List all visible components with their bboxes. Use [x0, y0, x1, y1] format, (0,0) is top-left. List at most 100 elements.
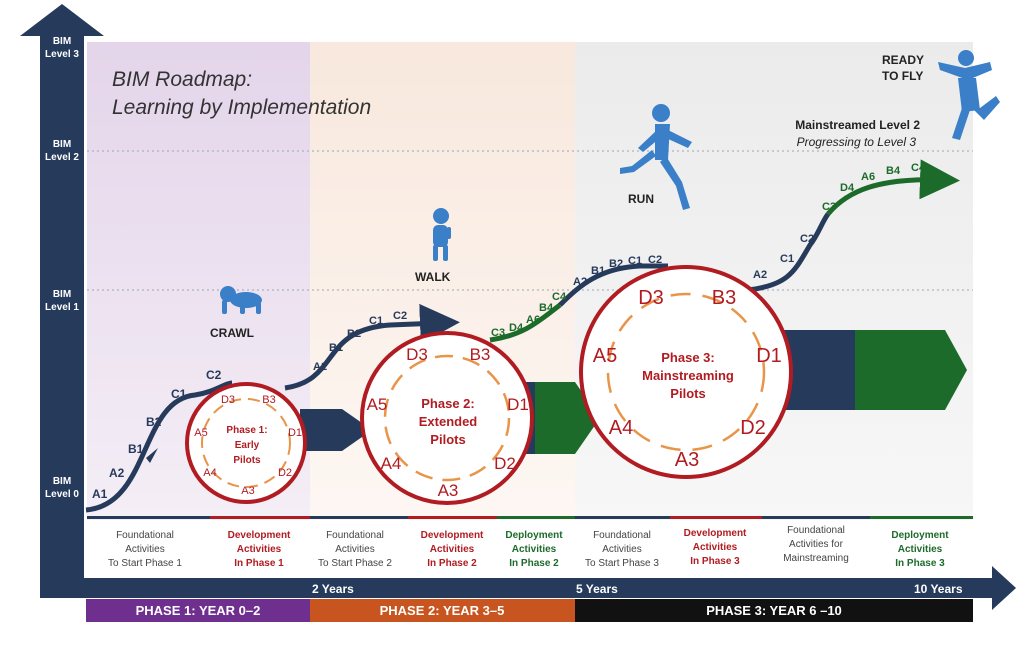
level2-note-main: Mainstreamed Level 2 [795, 118, 920, 132]
stage-run: RUN [628, 192, 654, 206]
svg-text:Activities: Activities [693, 542, 738, 553]
seg4-label-c1: C1 [780, 253, 794, 265]
axis-level3-l1: BIM [53, 36, 71, 47]
axis-level0-l1: BIM [53, 476, 71, 487]
svg-text:Activities: Activities [430, 544, 475, 555]
svg-text:Activities: Activities [125, 544, 164, 555]
p3-node-b3: B3 [712, 287, 736, 309]
phase2-label: PHASE 2: YEAR 3–5 [380, 603, 505, 618]
p3-node-a5: A5 [593, 345, 617, 367]
axis-level0-l2: Level 0 [45, 489, 79, 500]
seg4-label-b4: B4 [886, 165, 901, 177]
activity-col-6: Foundational Activities To Start Phase 3 [585, 530, 659, 569]
seg3b-label-a2: A2 [573, 276, 587, 288]
svg-text:Activities: Activities [898, 544, 943, 555]
seg2-label-c2: C2 [393, 310, 407, 322]
p2-title-2: Extended [419, 414, 478, 429]
progress-bar-phase1 [300, 409, 372, 451]
seg4-label-c2: C2 [800, 233, 814, 245]
svg-text:Foundational: Foundational [326, 530, 384, 541]
seg2-label-b1: B1 [329, 342, 343, 354]
svg-text:In Phase 2: In Phase 2 [509, 558, 559, 569]
curve-seg3-blue [558, 263, 668, 307]
title-line2: Learning by Implementation [112, 96, 371, 119]
axis-level3-l2: Level 3 [45, 49, 79, 60]
svg-text:Foundational: Foundational [787, 525, 845, 536]
seg4-label-c3: C3 [822, 201, 836, 213]
activity-col-3: Foundational Activities To Start Phase 2 [318, 530, 392, 569]
seg1-label-c2: C2 [206, 368, 222, 382]
seg3-label-b4: B4 [539, 302, 554, 314]
svg-text:In Phase 3: In Phase 3 [690, 556, 740, 567]
seg3b-label-b1: B1 [591, 265, 605, 277]
stage-crawl: CRAWL [210, 326, 254, 340]
seg3-label-a6: A6 [526, 314, 540, 326]
seg4-label-a6: A6 [861, 171, 875, 183]
p1-node-a4: A4 [203, 467, 216, 479]
activity-col-4: Development Activities In Phase 2 [421, 530, 484, 569]
p3-node-d3: D3 [638, 287, 664, 309]
phase1-bar [86, 599, 310, 622]
p3-title-3: Pilots [670, 386, 705, 401]
svg-text:To Start Phase 3: To Start Phase 3 [585, 558, 659, 569]
seg3b-label-c2: C2 [648, 254, 662, 266]
phase2-bar [310, 599, 575, 622]
activity-col-2: Development Activities In Phase 1 [228, 530, 291, 569]
svg-text:In Phase 1: In Phase 1 [234, 558, 284, 569]
stage-fly-2: TO FLY [882, 69, 923, 83]
svg-text:Foundational: Foundational [116, 530, 174, 541]
seg3b-label-b2: B2 [609, 258, 623, 270]
p2-title-1: Phase 2: [421, 396, 474, 411]
seg2-label-a2: A2 [313, 361, 327, 373]
seg4-label-d4: D4 [840, 182, 855, 194]
svg-text:Activities for: Activities for [789, 539, 844, 550]
svg-text:Activities: Activities [335, 544, 374, 555]
p2-node-b3: B3 [470, 345, 491, 364]
curve-seg1-arrow [146, 448, 158, 463]
running-person-icon [620, 104, 692, 210]
seg1-label-a2: A2 [109, 466, 125, 480]
phase1-cycle: D3 B3 D1 D2 A3 A4 A5 Phase 1: Early Pilo… [185, 382, 307, 504]
svg-text:Mainstreaming: Mainstreaming [783, 553, 849, 564]
flying-person-icon [938, 50, 1000, 140]
svg-text:In Phase 3: In Phase 3 [895, 558, 945, 569]
crawling-baby-icon [220, 286, 262, 314]
title-line1: BIM Roadmap: [112, 68, 252, 91]
p1-node-d3: D3 [221, 394, 235, 406]
activity-col-1: Foundational Activities To Start Phase 1 [108, 530, 182, 569]
svg-text:Development: Development [684, 528, 747, 539]
p2-node-d3: D3 [406, 345, 428, 364]
p3-node-a3: A3 [675, 449, 699, 471]
svg-text:Activities: Activities [602, 544, 641, 555]
svg-text:In Phase 2: In Phase 2 [427, 558, 477, 569]
activity-col-5: Deployment Activities In Phase 2 [505, 530, 563, 569]
p3-title-1: Phase 3: [661, 350, 714, 365]
seg2-label-c1: C1 [369, 315, 383, 327]
activity-col-9: Deployment Activities In Phase 3 [891, 530, 949, 569]
p2-node-d1: D1 [507, 395, 529, 414]
seg1-label-c1: C1 [171, 387, 187, 401]
p1-title-3: Pilots [233, 455, 261, 466]
curve-seg3-green [489, 303, 562, 343]
activity-col-7: Development Activities In Phase 3 [684, 528, 747, 567]
seg1-label-b2: B2 [146, 415, 162, 429]
vertical-axis [20, 4, 104, 590]
svg-text:To Start Phase 2: To Start Phase 2 [318, 558, 392, 569]
p3-title-2: Mainstreaming [642, 368, 734, 383]
p3-node-d1: D1 [756, 345, 782, 367]
p3-node-d2: D2 [740, 417, 766, 439]
seg3-label-c3: C3 [491, 327, 505, 339]
svg-text:Development: Development [228, 530, 291, 541]
svg-text:Foundational: Foundational [593, 530, 651, 541]
seg4-label-c4: C4 [911, 162, 926, 174]
svg-text:Activities: Activities [237, 544, 282, 555]
p2-node-d2: D2 [494, 454, 516, 473]
svg-text:Activities: Activities [512, 544, 557, 555]
seg3-label-d4: D4 [509, 322, 524, 334]
p1-title-2: Early [235, 440, 260, 451]
phase3-bar [575, 599, 973, 622]
walking-child-icon [433, 208, 451, 261]
p1-node-d2: D2 [278, 467, 292, 479]
activity-divider [87, 516, 973, 519]
